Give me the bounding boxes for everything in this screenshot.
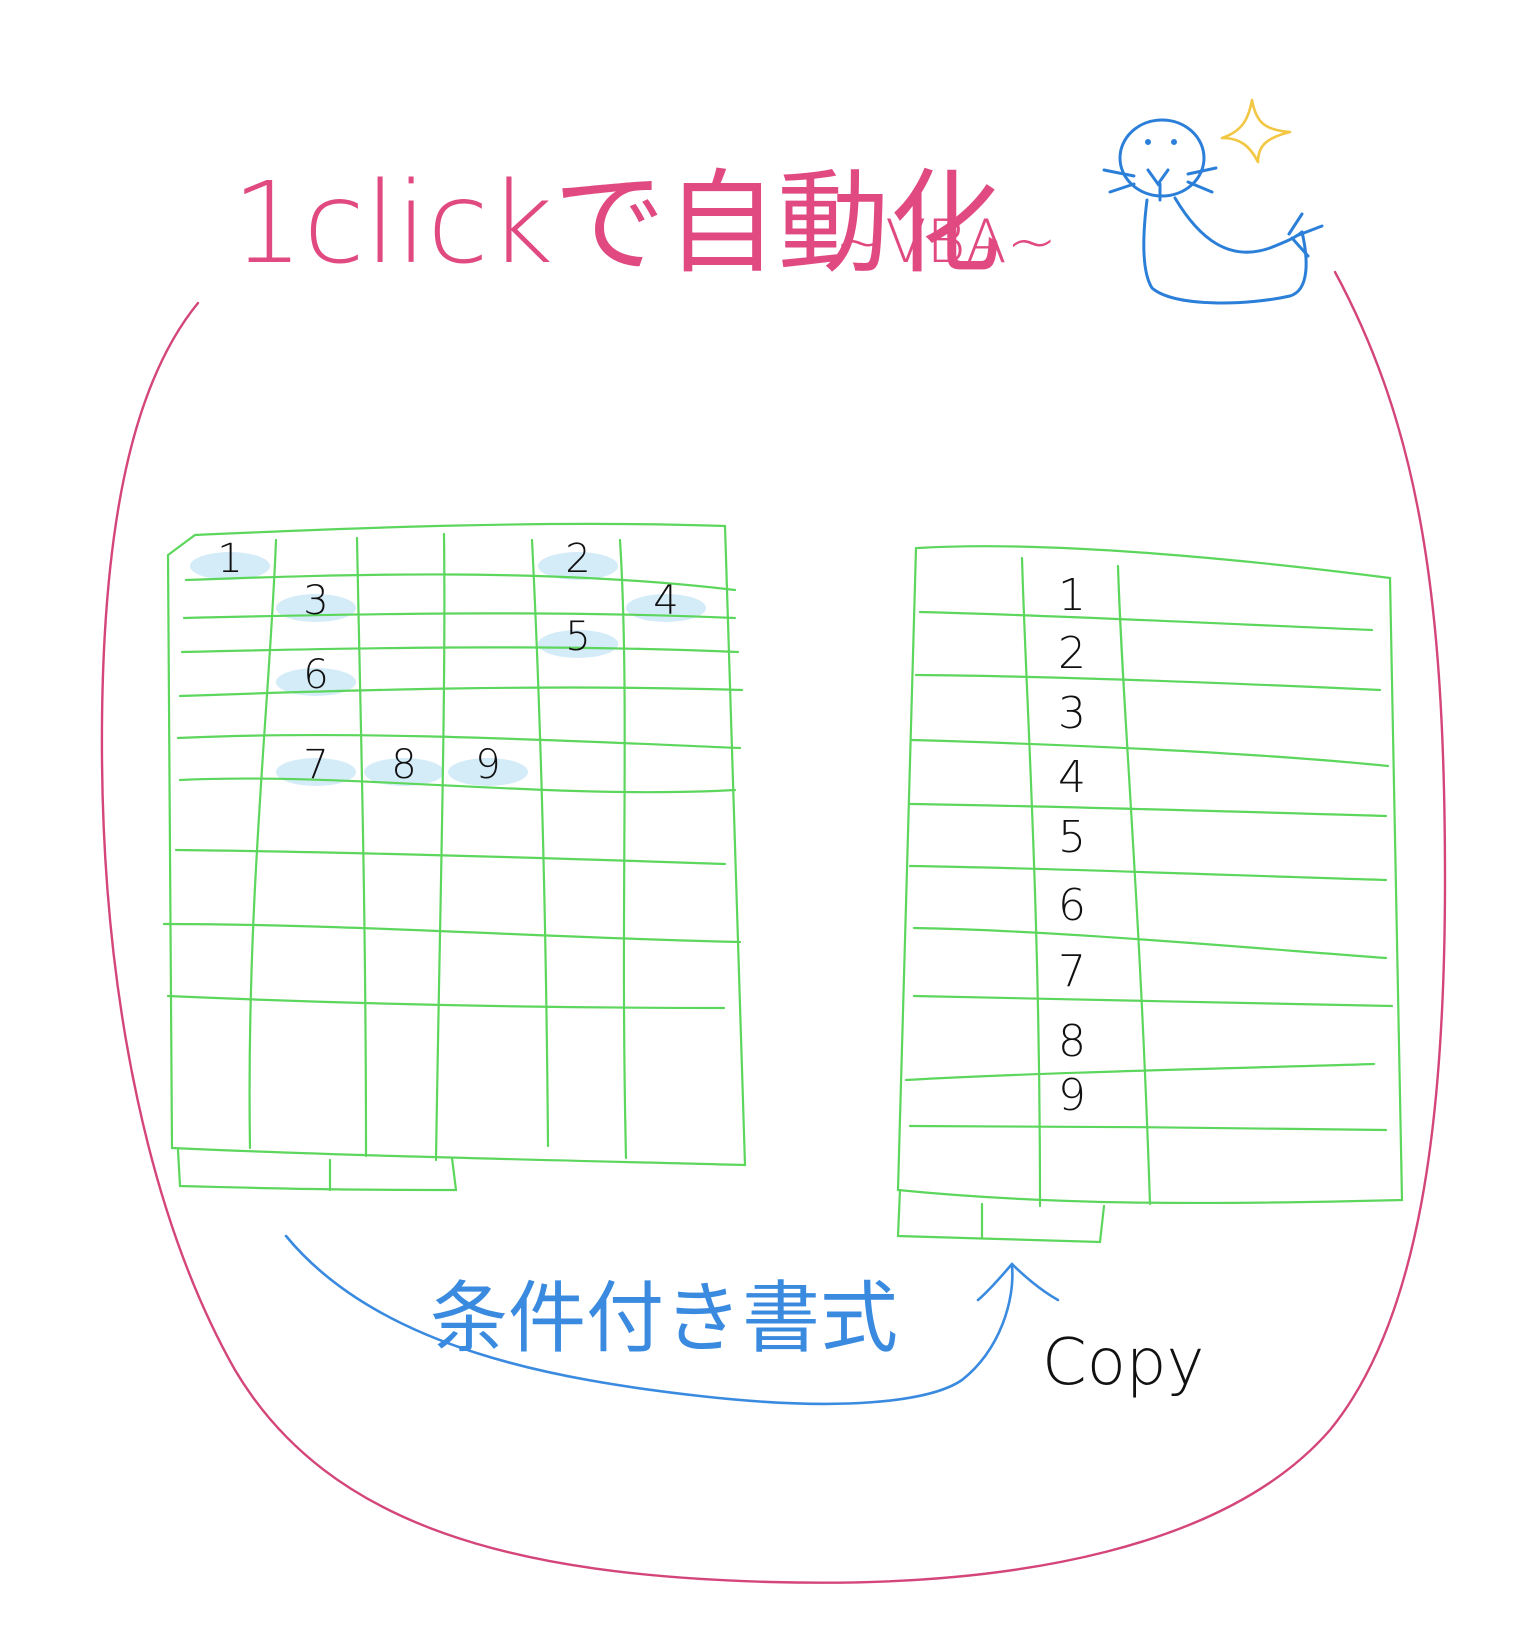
result-grid: 1 2 3 4 5 6 7 89 — [896, 545, 1404, 1244]
source-cell-value: 7 — [303, 742, 328, 788]
result-cell-value: 2 — [1058, 628, 1086, 679]
highlight-cell — [538, 552, 618, 580]
page-title: 1clickで自動化 — [232, 159, 1002, 289]
source-grid: 1 2 3 4 5 6 7 8 9 — [162, 522, 747, 1192]
source-number-layer: 1 2 3 4 5 6 7 8 9 — [217, 536, 678, 788]
source-grid-lines — [162, 522, 747, 1192]
result-number-layer: 1 2 3 4 5 6 7 89 — [1058, 570, 1086, 1121]
source-cell-value: 2 — [565, 536, 590, 582]
arrow-label: 条件付き書式 — [430, 1274, 898, 1364]
highlight-cell — [448, 758, 528, 786]
page-subtitle: ~VBA~ — [835, 207, 1057, 277]
result-cell-value: 7 — [1058, 946, 1086, 997]
source-cell-value: 9 — [475, 742, 500, 788]
source-cell-value: 3 — [303, 578, 328, 624]
highlight-cell — [538, 630, 618, 658]
source-cell-value: 8 — [391, 742, 416, 788]
result-cell-value: 8 — [1058, 1016, 1086, 1067]
highlight-cell — [190, 552, 270, 580]
result-cell-value: 6 — [1058, 880, 1086, 931]
sparkle-icon — [1220, 98, 1292, 164]
highlight-cell — [276, 668, 356, 696]
highlight-cell — [364, 758, 444, 786]
source-highlight-layer — [190, 552, 706, 786]
result-cell-value: 3 — [1058, 688, 1086, 739]
source-cell-value: 4 — [653, 578, 678, 624]
result-cell-value: 4 — [1058, 752, 1086, 803]
source-cell-value: 1 — [217, 536, 242, 582]
result-grid-lines — [896, 545, 1404, 1244]
source-cell-value: 5 — [565, 614, 590, 660]
result-cell-value: 5 — [1058, 812, 1086, 863]
result-cell-value: 9 — [1058, 1070, 1086, 1121]
copy-label: Copy — [1042, 1326, 1204, 1400]
result-cell-value: 1 — [1058, 570, 1086, 621]
outer-frame — [100, 270, 1447, 1584]
source-cell-value: 6 — [303, 652, 328, 698]
seal-icon — [1102, 118, 1324, 305]
arrow-icon — [284, 1234, 1060, 1406]
